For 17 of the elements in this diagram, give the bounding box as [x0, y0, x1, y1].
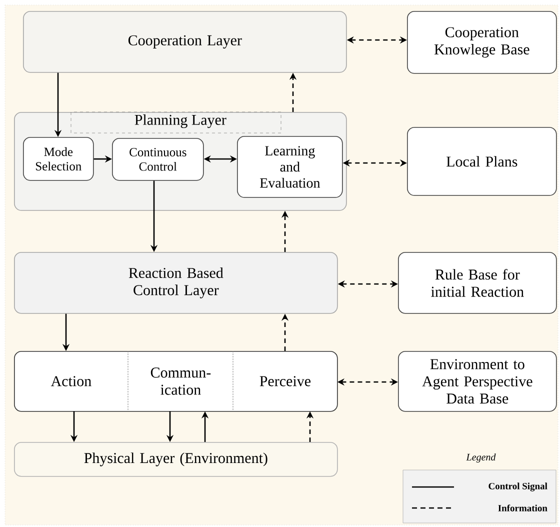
legend-label: Control Signal — [488, 482, 548, 492]
process-box: Mode Selection — [23, 137, 94, 181]
section-label: Action — [50, 376, 92, 386]
knowledge-base-box: Cooperation Knowlege Base — [407, 11, 557, 74]
legend-label: Information — [498, 504, 548, 512]
section-label: Commun- ication — [150, 368, 211, 395]
knowledge-base-box: Rule Base for initial Reaction — [398, 252, 557, 314]
knowledge-base-box: Local Plans — [407, 127, 557, 196]
layer-box: Cooperation Layer — [23, 11, 347, 73]
layer-box: Reaction Based Control Layer — [14, 252, 338, 314]
layer-box: Physical Layer (Environment) — [14, 442, 338, 477]
layer-box — [14, 351, 338, 412]
section-label: Perceive — [260, 376, 310, 386]
knowledge-base-box: Environment to Agent Perspective Data Base — [398, 351, 557, 412]
legend-title: Legend — [466, 453, 496, 463]
process-box: Learning and Evaluation — [237, 136, 343, 198]
process-box: Continuous Control — [112, 138, 204, 181]
